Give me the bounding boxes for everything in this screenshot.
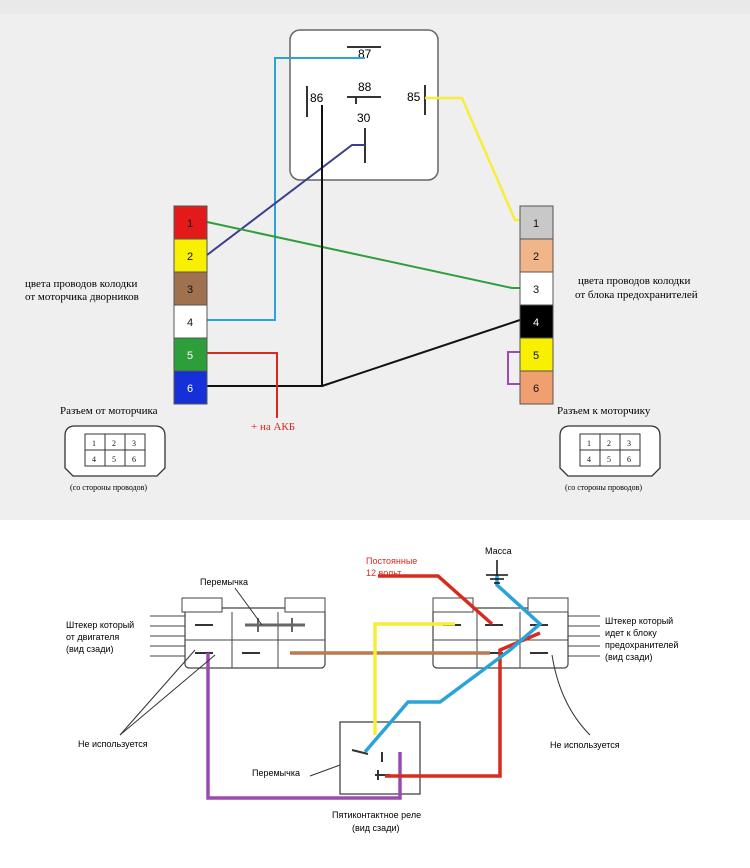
right-plug-label-1: Штекер который bbox=[605, 616, 673, 626]
relay-label-1: Пятиконтактное реле bbox=[332, 810, 421, 820]
constant-12v-label-2: 12 вольт bbox=[366, 568, 401, 578]
left-plug-label-2: от двигателя bbox=[66, 632, 119, 642]
right-connector-title: Разъем к моторчику bbox=[557, 405, 651, 417]
wire-cyan-87 bbox=[207, 57, 365, 321]
right-pin-1 bbox=[519, 205, 554, 240]
right-plug-label-3: предохранителей bbox=[605, 640, 678, 650]
left-connector-cell-3: 3 bbox=[132, 439, 136, 448]
top-wires bbox=[206, 57, 521, 418]
relay-pin-86: 86 bbox=[310, 91, 324, 105]
left-connector-cell-4: 4 bbox=[92, 455, 96, 464]
right-pin-label-6: 6 bbox=[533, 383, 539, 395]
not-used-left-label: Не используется bbox=[78, 739, 148, 749]
left-pin-label-6: 6 bbox=[187, 383, 193, 395]
left-pin-block: 1 2 3 4 5 6 bbox=[173, 205, 208, 405]
left-pin-label-4: 4 bbox=[187, 317, 193, 329]
right-connector-cell-2: 2 bbox=[607, 439, 611, 448]
right-connector-drawing: 1 2 3 4 5 6 bbox=[559, 425, 661, 477]
wire-red-battery bbox=[207, 352, 278, 418]
ground-symbol bbox=[486, 560, 508, 584]
left-plug bbox=[150, 597, 326, 669]
left-connector-cell-5: 5 bbox=[112, 455, 116, 464]
callout-lines bbox=[119, 587, 591, 777]
right-connector-cell-5: 5 bbox=[607, 455, 611, 464]
right-pin-6 bbox=[519, 370, 554, 405]
wire-purple-jumper bbox=[507, 351, 520, 385]
not-used-right-label: Не используется bbox=[550, 740, 620, 750]
wire-cyan bbox=[363, 575, 543, 754]
left-connector-cell-6: 6 bbox=[132, 455, 136, 464]
right-pin-block: 1 2 3 4 5 6 bbox=[519, 205, 554, 405]
constant-12v-label-1: Постоянные bbox=[366, 556, 417, 566]
left-connector-note: (со стороны проводов) bbox=[70, 483, 147, 492]
right-plug bbox=[432, 597, 600, 669]
relay-box: 87 88 86 85 30 bbox=[289, 29, 439, 181]
jumper-relay-label: Перемычка bbox=[252, 768, 300, 778]
left-connector-cell-1: 1 bbox=[92, 439, 96, 448]
left-plug-label-1: Штекер который bbox=[66, 620, 134, 630]
relay-label-2: (вид сзади) bbox=[352, 823, 399, 833]
right-pin-label-3: 3 bbox=[533, 284, 539, 296]
right-pin-label-1: 1 bbox=[533, 218, 539, 230]
wire-green bbox=[206, 221, 520, 289]
right-plug-label-4: (вид сзади) bbox=[605, 652, 652, 662]
left-pin-label-3: 3 bbox=[187, 284, 193, 296]
left-block-caption-line2: от моторчика дворников bbox=[25, 291, 139, 303]
left-pin-label-1: 1 bbox=[187, 218, 193, 230]
bottom-wires bbox=[206, 574, 543, 800]
jumper-top-label: Перемычка bbox=[200, 577, 248, 587]
right-pin-label-4: 4 bbox=[533, 317, 539, 329]
left-pin-4 bbox=[173, 304, 208, 339]
right-plug-label-2: идет к блоку bbox=[605, 628, 657, 638]
right-pin-label-5: 5 bbox=[533, 350, 539, 362]
left-connector-drawing: 1 2 3 4 5 6 bbox=[64, 425, 166, 477]
right-connector-cell-6: 6 bbox=[627, 455, 631, 464]
wire-yellow-85 bbox=[425, 96, 520, 222]
ground-label: Масса bbox=[485, 546, 512, 556]
left-connector-cell-2: 2 bbox=[112, 439, 116, 448]
relay-pin-30: 30 bbox=[357, 111, 371, 125]
wire-red bbox=[378, 574, 494, 626]
left-pin-6 bbox=[173, 370, 208, 405]
relay-pin-85: 85 bbox=[407, 90, 421, 104]
left-pin-label-5: 5 bbox=[187, 350, 193, 362]
right-connector-cell-1: 1 bbox=[587, 439, 591, 448]
right-connector-cell-3: 3 bbox=[627, 439, 631, 448]
right-pin-label-2: 2 bbox=[533, 251, 539, 263]
right-pin-3 bbox=[519, 271, 554, 306]
wire-yellow bbox=[373, 622, 455, 735]
right-connector-note: (со стороны проводов) bbox=[565, 483, 642, 492]
left-connector-title: Разъем от моторчика bbox=[60, 405, 158, 417]
left-pin-1 bbox=[173, 205, 208, 240]
left-pin-label-2: 2 bbox=[187, 251, 193, 263]
panel-separator bbox=[0, 520, 750, 526]
battery-label: + на АКБ bbox=[251, 421, 295, 433]
left-plug-label-3: (вид сзади) bbox=[66, 644, 113, 654]
right-block-caption-line1: цвета проводов колодки bbox=[578, 275, 690, 287]
wire-navy-30 bbox=[206, 144, 365, 256]
relay-pin-88: 88 bbox=[358, 80, 372, 94]
right-connector-cell-4: 4 bbox=[587, 455, 591, 464]
right-block-caption-line2: от блока предохранителей bbox=[575, 289, 698, 301]
wire-black-right bbox=[321, 319, 521, 387]
left-block-caption-line1: цвета проводов колодки bbox=[25, 278, 137, 290]
